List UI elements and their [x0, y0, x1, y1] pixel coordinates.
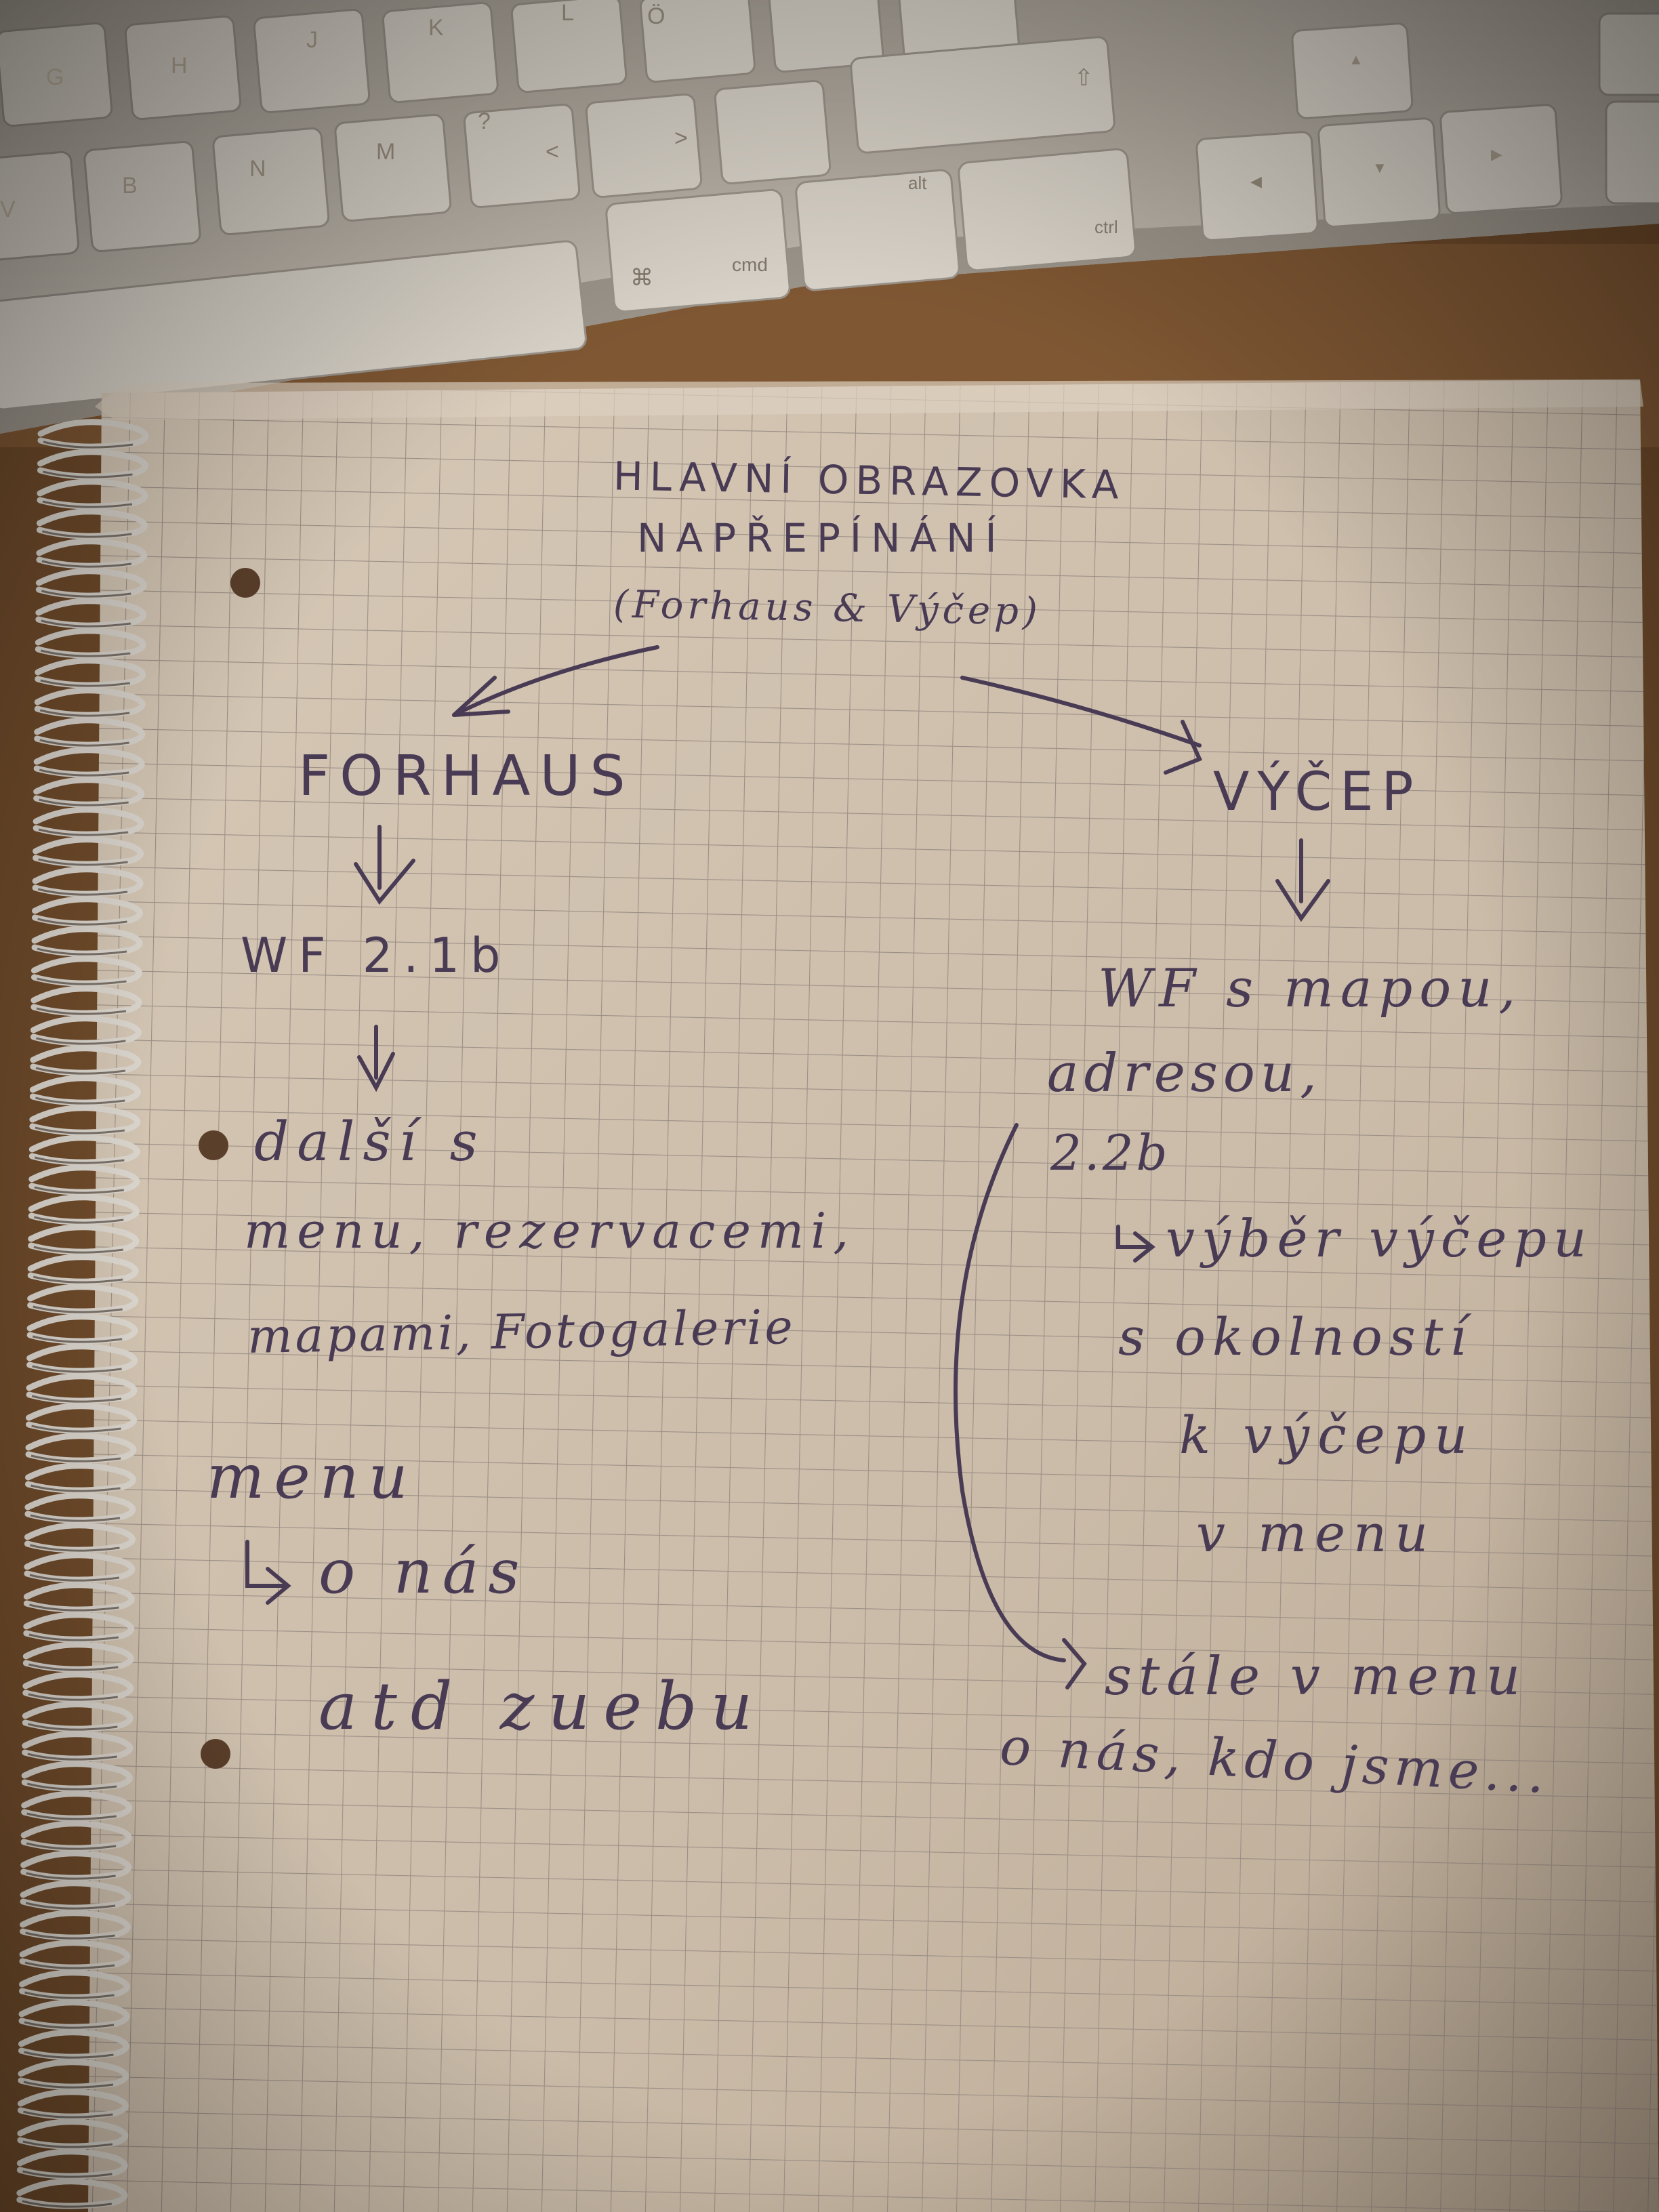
key-k-label: K	[428, 15, 444, 41]
key-left-label: ◀	[1250, 173, 1262, 190]
left-step-2-line-2: menu, rezervacemi,	[244, 1202, 856, 1259]
right-sub-line-2: s okolností	[1118, 1307, 1473, 1367]
key-right-label: ▶	[1491, 146, 1502, 163]
right-sub-line-3: k výčepu	[1179, 1405, 1476, 1465]
key-up-label: ▲	[1349, 51, 1364, 68]
title-line-1: HLAVNÍ OBRAZOVKA	[613, 453, 1126, 508]
left-menu-label: menu	[207, 1441, 417, 1513]
key-cmd-label: cmd	[732, 254, 768, 275]
key-ctrl-label: ctrl	[1094, 217, 1118, 237]
right-step-1-line-1: WF s mapou,	[1098, 958, 1523, 1019]
key-n-label: N	[249, 156, 266, 182]
key-v-label: V	[0, 197, 16, 222]
title-line-2: NAPŘEPÍNÁNÍ	[637, 515, 1006, 561]
left-step-1: WF 2.1b	[241, 928, 512, 983]
key-l-label: L	[561, 0, 574, 26]
key-shift-label: ⇧	[1074, 65, 1094, 91]
left-heading: FORHAUS	[298, 744, 635, 808]
notebook-page	[88, 380, 1659, 2212]
key-alt-label: alt	[908, 173, 927, 193]
left-step-2-line-3: mapami, Fotogalerie	[247, 1298, 796, 1365]
key-h-label: H	[171, 53, 188, 79]
left-menu-item-1: o nás	[319, 1536, 529, 1607]
key-j-label: J	[306, 27, 318, 53]
key-down-label: ▼	[1372, 159, 1387, 176]
key-g-label: G	[46, 64, 64, 90]
right-step-1-line-2: adresou,	[1047, 1043, 1322, 1104]
right-heading: VÝČEP	[1213, 762, 1422, 823]
right-sub-line-1: výběr výčepu	[1166, 1208, 1593, 1269]
right-sub-line-4: v menu	[1196, 1503, 1437, 1563]
key-lt-label: <	[546, 139, 559, 165]
right-sub-2-line-1: stále v menu	[1105, 1646, 1528, 1707]
key-gt-label: >	[674, 125, 688, 151]
key-b-label: B	[122, 173, 138, 199]
key-m-label: M	[376, 139, 396, 165]
title-line-3: (Forhaus & Výčep)	[613, 582, 1042, 634]
left-step-2-line-1: další s	[254, 1110, 486, 1173]
right-step-1-line-3: 2.2b	[1050, 1124, 1170, 1181]
left-menu-item-2: atd zuebu	[319, 1668, 766, 1744]
key-o-label: Ö	[647, 3, 665, 29]
key-cmd-symbol-label: ⌘	[630, 265, 653, 291]
key-question-label: ?	[478, 108, 491, 134]
